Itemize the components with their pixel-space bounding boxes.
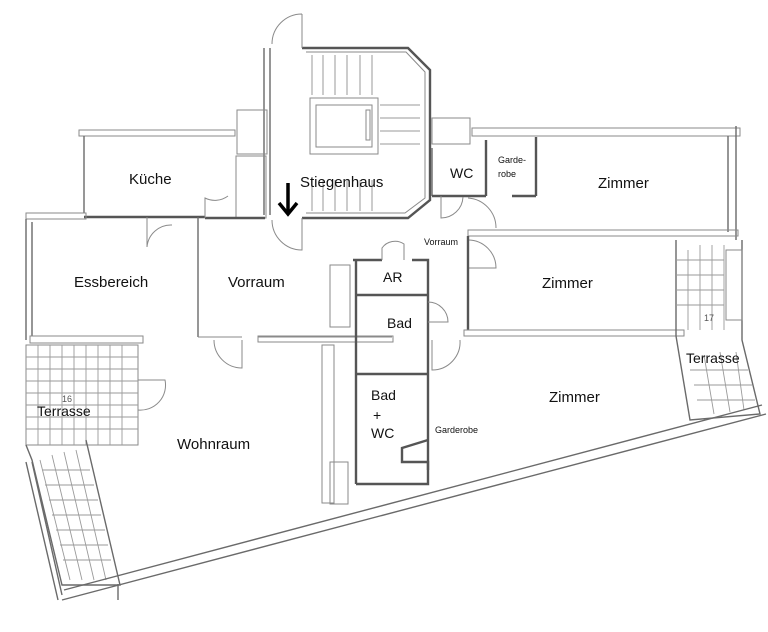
room-label-garderobe-top-1: Garde- xyxy=(498,155,527,165)
terrasse-right-tiles xyxy=(675,240,761,421)
essbereich-walls xyxy=(25,212,199,344)
room-label-ar: AR xyxy=(383,269,403,285)
stiegenhaus-walls xyxy=(204,13,432,251)
room-label-wc-top: WC xyxy=(450,165,474,181)
terrasse-left-tiles xyxy=(25,344,167,601)
room-label-bad-wc-2: + xyxy=(373,407,382,423)
vorraum-walls xyxy=(198,264,394,369)
room-label-zimmer-2: Zimmer xyxy=(542,275,593,292)
room-label-vorraum-small: Vorraum xyxy=(424,237,459,247)
room-label-zimmer-3: Zimmer xyxy=(549,389,600,406)
room-label-wohnraum: Wohnraum xyxy=(177,436,251,453)
room-label-stiegenhaus: Stiegenhaus xyxy=(300,174,384,191)
room-label-garderobe-top-2: robe xyxy=(498,169,517,179)
room-label-terrasse-left: Terrasse xyxy=(37,403,91,419)
room-label-zimmer-1: Zimmer xyxy=(598,175,649,192)
room-label-garderobe-bottom: Garderobe xyxy=(435,425,479,435)
room-label-bad-wc-3: WC xyxy=(371,425,395,441)
arrow-down-icon xyxy=(277,183,299,217)
south-wall xyxy=(61,404,767,601)
room-label-kueche: Küche xyxy=(129,171,172,188)
zimmer-1-walls xyxy=(431,117,741,269)
core-walls xyxy=(321,240,461,505)
room-label-terrasse-right: Terrasse xyxy=(686,350,740,366)
zimmer-2-3-walls xyxy=(463,236,685,337)
room-label-essbereich: Essbereich xyxy=(74,274,149,291)
terrasse-left-number: 16 xyxy=(62,394,73,404)
room-label-vorraum-main: Vorraum xyxy=(228,274,285,291)
terrasse-right-number: 17 xyxy=(704,313,715,323)
room-label-bad: Bad xyxy=(387,315,412,331)
room-label-bad-wc-1: Bad xyxy=(371,387,396,403)
kueche-walls xyxy=(78,129,236,219)
